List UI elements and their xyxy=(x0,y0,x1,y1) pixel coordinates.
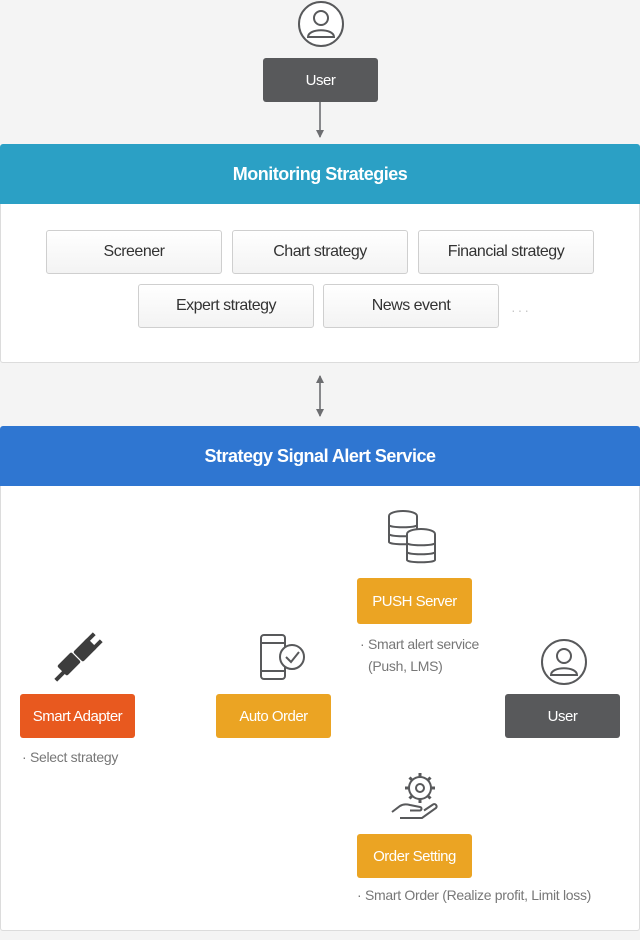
user-node-top: User xyxy=(263,58,378,102)
push-note-line1: · Smart alert service xyxy=(360,636,479,652)
user-label: User xyxy=(305,71,336,89)
smart-adapter-label: Smart Adapter xyxy=(32,707,123,725)
plug-icon xyxy=(48,630,108,691)
mobile-check-icon xyxy=(256,632,310,689)
signal-alert-header: Strategy Signal Alert Service xyxy=(0,426,640,486)
auto-order-node: Auto Order xyxy=(216,694,331,738)
user-icon xyxy=(540,638,588,691)
push-server-label: PUSH Server xyxy=(372,592,457,610)
more-ellipsis: ··· xyxy=(511,302,531,318)
monitoring-title: Monitoring Strategies xyxy=(232,163,408,184)
order-setting-label: Order Setting xyxy=(373,847,456,865)
order-setting-node: Order Setting xyxy=(357,834,472,878)
strategy-chip-label: News event xyxy=(371,297,451,314)
strategy-chip-label: Screener xyxy=(103,243,165,260)
strategy-chip-screener[interactable]: Screener xyxy=(46,230,222,274)
push-note-line2: (Push, LMS) xyxy=(368,658,443,674)
smart-adapter-node: Smart Adapter xyxy=(20,694,135,738)
hand-gear-icon xyxy=(388,770,444,827)
user-node-right: User xyxy=(505,694,620,738)
push-server-node: PUSH Server xyxy=(357,578,472,624)
strategy-chip-label: Expert strategy xyxy=(175,297,277,314)
auto-order-label: Auto Order xyxy=(239,707,308,725)
monitoring-strategies-header: Monitoring Strategies xyxy=(0,144,640,204)
user-right-label: User xyxy=(547,707,578,725)
push-server-note: · Smart alert service (Push, LMS) xyxy=(360,633,479,677)
strategy-chip-chart[interactable]: Chart strategy xyxy=(232,230,408,274)
monitoring-strategies-panel xyxy=(0,204,640,363)
order-setting-note: · Smart Order (Realize profit, Limit los… xyxy=(357,887,592,903)
strategy-chip-label: Financial strategy xyxy=(447,243,565,260)
signal-title: Strategy Signal Alert Service xyxy=(204,445,436,466)
strategy-chip-expert[interactable]: Expert strategy xyxy=(138,284,314,328)
user-icon xyxy=(297,0,345,48)
strategy-chip-label: Chart strategy xyxy=(273,243,367,260)
strategy-chip-financial[interactable]: Financial strategy xyxy=(418,230,594,274)
smart-adapter-note: · Select strategy xyxy=(22,749,119,765)
database-icon xyxy=(385,508,441,573)
strategy-chip-news[interactable]: News event xyxy=(323,284,499,328)
